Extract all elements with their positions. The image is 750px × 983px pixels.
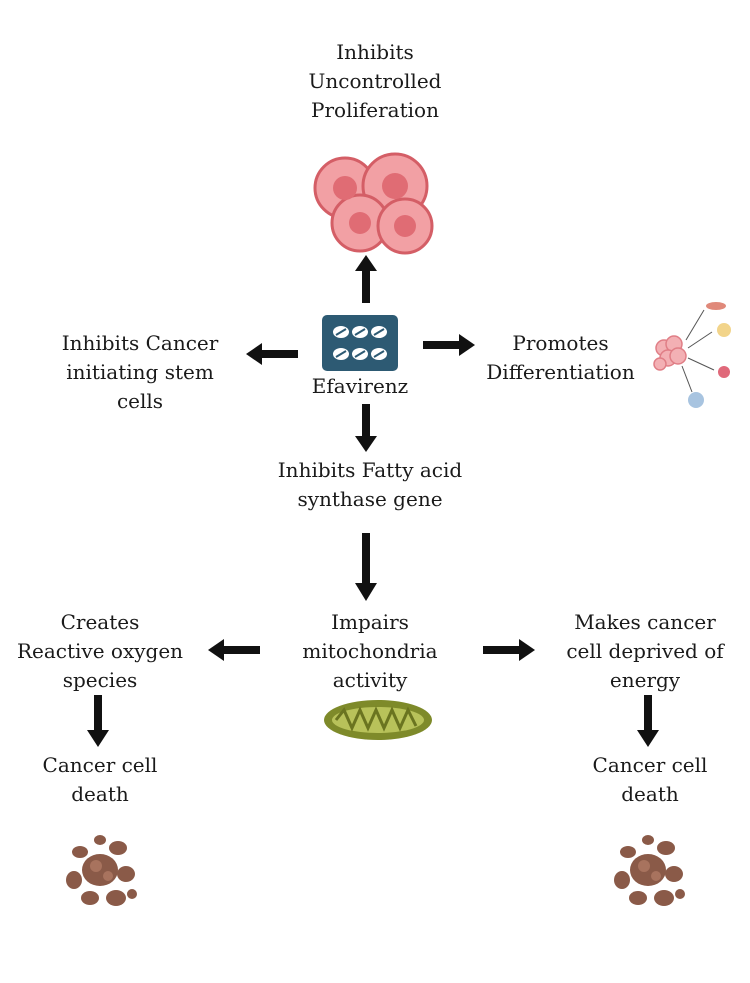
proliferation-label: Inhibits Uncontrolled Proliferation bbox=[308, 40, 442, 122]
arrow-down-1 bbox=[355, 404, 377, 452]
arrow-down-right bbox=[637, 695, 659, 747]
drug-label: Efavirenz bbox=[311, 374, 409, 398]
ros-label: Creates Reactive oxygen species bbox=[16, 610, 184, 692]
mitochondria-label: Impairs mitochondria activity bbox=[302, 610, 438, 692]
pill-blister-pack-icon bbox=[322, 315, 398, 371]
mitochondrion-icon bbox=[324, 700, 432, 740]
stem-cells-label: Inhibits Cancer initiating stem cells bbox=[61, 331, 219, 413]
arrow-up bbox=[355, 255, 377, 303]
arrow-right bbox=[423, 334, 475, 356]
arrow-left bbox=[246, 343, 298, 365]
energy-label: Makes cancer cell deprived of energy bbox=[566, 610, 724, 692]
cancer-cell-cluster-icon bbox=[313, 152, 434, 255]
arrow-right-energy bbox=[483, 639, 535, 661]
dead-cell-debris-icon bbox=[66, 835, 137, 906]
fatty-acid-label: Inhibits Fatty acid synthase gene bbox=[277, 458, 463, 511]
dead-cell-debris-icon-right bbox=[614, 835, 685, 906]
arrow-down-2 bbox=[355, 533, 377, 601]
death-label-left: Cancer cell death bbox=[42, 753, 158, 806]
arrow-left-ros bbox=[208, 639, 260, 661]
differentiation-label: Promotes Differentiation bbox=[486, 331, 635, 384]
death-label-right: Cancer cell death bbox=[592, 753, 708, 806]
arrow-down-left bbox=[87, 695, 109, 747]
cell-differentiation-icon bbox=[653, 302, 731, 408]
